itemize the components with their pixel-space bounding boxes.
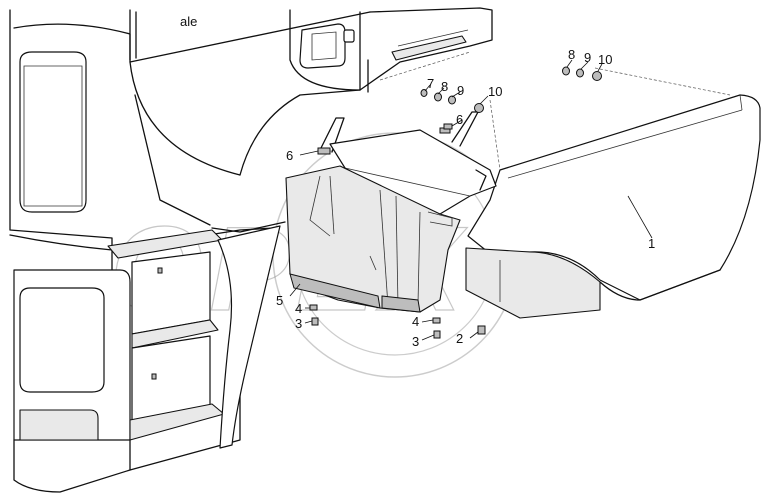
guide-line-mid: [489, 99, 501, 171]
rear-panel: [359, 7, 493, 93]
callout-2: 2: [456, 331, 463, 346]
guide-line-top: [594, 67, 731, 96]
callout-4-right: 4: [412, 314, 419, 329]
cab-logo: ale: [180, 14, 197, 29]
callout-5: 5: [276, 293, 283, 308]
callout-9-top: 9: [584, 50, 591, 65]
mudguard-part-5: [285, 129, 497, 313]
callout-4-left: 4: [295, 301, 302, 316]
callout-7: 7: [427, 76, 434, 91]
bracket-part-6: [317, 111, 479, 155]
callout-8-top: 8: [568, 47, 575, 62]
callout-6-left: 6: [286, 148, 293, 163]
callout-8-mid: 8: [441, 79, 448, 94]
callout-3-right: 3: [412, 334, 419, 349]
fasteners: [309, 66, 602, 339]
callout-6-right: 6: [456, 112, 463, 127]
callout-1: 1: [648, 236, 655, 251]
callout-10-mid: 10: [488, 84, 502, 99]
leader-lines: [289, 59, 653, 341]
callout-labels: 1 2 3 3 4 4 5 6 6 7 8 8 9 9 10 10: [276, 47, 655, 349]
front-bumper: [9, 221, 286, 493]
cab-body: ale: [9, 9, 371, 251]
callout-10-top: 10: [598, 52, 612, 67]
fender-part-1: [465, 94, 761, 319]
callout-9-mid: 9: [457, 83, 464, 98]
callout-3-left: 3: [295, 316, 302, 331]
